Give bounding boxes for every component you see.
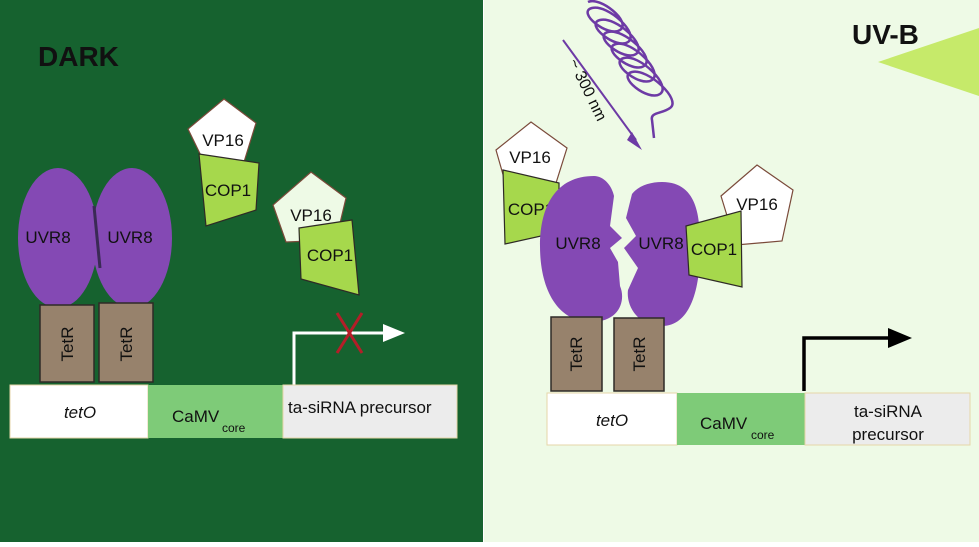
transcription-arrowhead (383, 324, 405, 342)
cop1-a (198, 153, 260, 227)
cop1-b-label: COP1 (307, 246, 353, 265)
uvr8-right-label: UVR8 (638, 234, 683, 253)
teto-segment (9, 384, 149, 439)
uvr8-left (18, 168, 98, 308)
transcription-arrow (802, 336, 890, 391)
tetr-left-label: TetR (567, 337, 586, 372)
cop1-right-label: COP1 (691, 240, 737, 259)
uv-arrow-line (562, 39, 637, 141)
uvr8-left-label: UVR8 (25, 228, 70, 247)
uv-arrowhead (627, 132, 642, 150)
camv-label: CaMV (172, 407, 220, 426)
uvb-panel-title: UV-B (852, 19, 919, 50)
uvb-light-beam (878, 28, 979, 96)
vp16-b-label: VP16 (290, 206, 332, 225)
cop1-right (685, 210, 743, 288)
teto-segment (546, 392, 678, 446)
dark-panel: DARK UVR8 UVR8 TetR TetR VP16 COP1 VP16 … (0, 0, 483, 542)
uvr8-left (540, 176, 623, 322)
blocked-x-mark (335, 312, 364, 354)
cop1-a-label: COP1 (205, 181, 251, 200)
precursor-segment (282, 384, 458, 439)
uvr8-left-label: UVR8 (555, 234, 600, 253)
tetr-left (550, 316, 603, 392)
tetr-left (39, 304, 95, 383)
tetr-left-label: TetR (58, 327, 77, 362)
uvb-panel: UV-B ~ 300 nm VP16 COP1 UVR8 UVR8 VP16 C… (484, 0, 979, 542)
cop1-left-label: COP1 (508, 200, 554, 219)
transcription-arrow (292, 331, 385, 385)
transcription-arrowhead (888, 328, 912, 348)
precursor-segment (804, 392, 971, 446)
camv-core-segment (677, 393, 805, 445)
uvr8-right (92, 168, 172, 308)
tetr-right (613, 317, 665, 392)
uv-wave (586, 0, 674, 139)
uvr8-dimer-interface (92, 205, 102, 269)
tetr-right-label: TetR (117, 327, 136, 362)
camv-core-subscript: core (222, 421, 246, 435)
teto-label: tetO (64, 403, 96, 422)
vp16-left-label: VP16 (509, 148, 551, 167)
tetr-right (98, 302, 154, 383)
camv-core-subscript: core (751, 428, 775, 442)
dark-panel-title: DARK (38, 41, 119, 72)
camv-core-segment (148, 385, 283, 438)
teto-label: tetO (596, 411, 628, 430)
uvr8-right (624, 182, 700, 326)
precursor-label-line2: precursor (852, 425, 924, 444)
tetr-right-label: TetR (630, 337, 649, 372)
camv-label: CaMV (700, 414, 748, 433)
precursor-label: ta-siRNA precursor (288, 398, 432, 417)
precursor-label-line1: ta-siRNA (854, 402, 923, 421)
uvr8-right-label: UVR8 (107, 228, 152, 247)
cop1-b (298, 219, 360, 296)
vp16-right-label: VP16 (736, 195, 778, 214)
vp16-a-label: VP16 (202, 131, 244, 150)
